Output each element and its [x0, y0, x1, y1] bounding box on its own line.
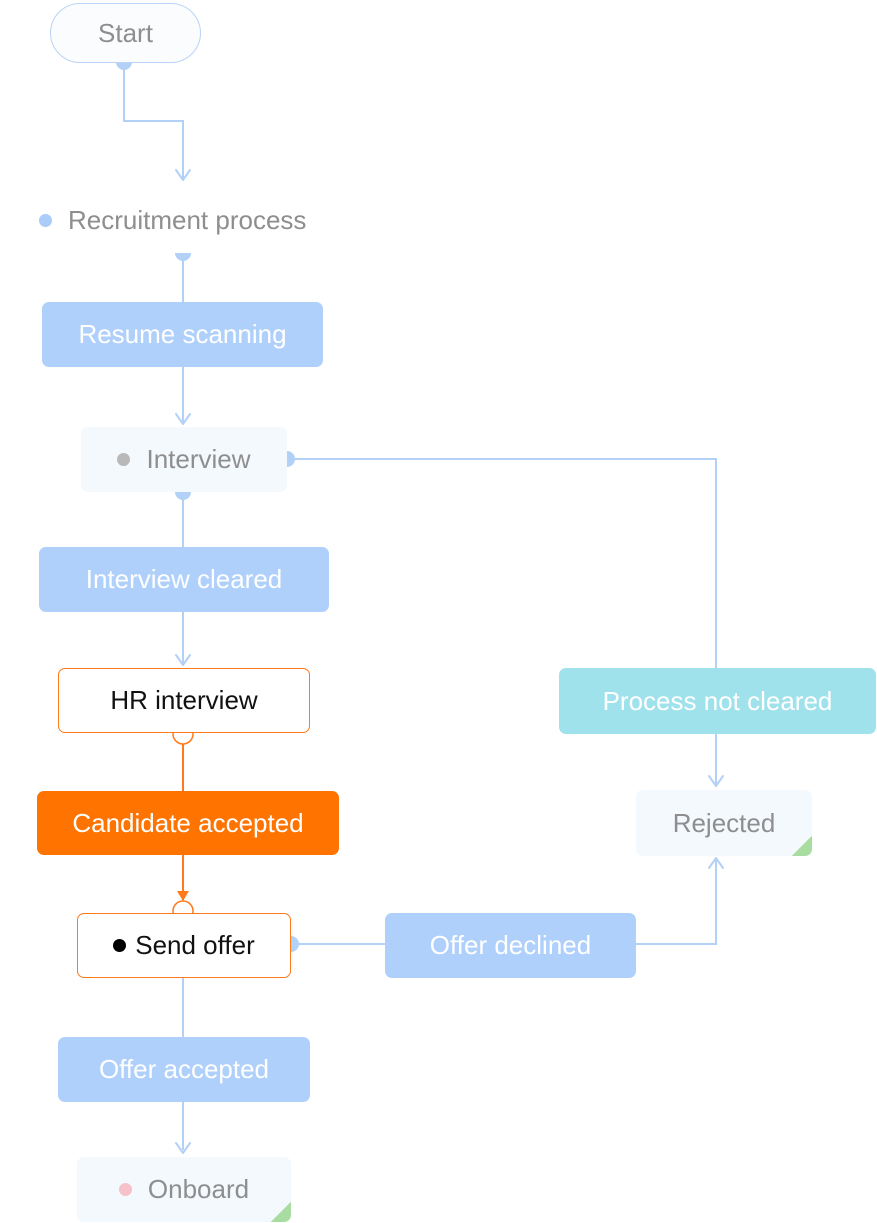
port-process-bottom	[175, 253, 191, 261]
arrowhead-rejected-top	[708, 775, 724, 787]
candidate-accepted-transition[interactable]: Candidate accepted	[37, 791, 339, 855]
interview-cleared-transition[interactable]: Interview cleared	[39, 547, 329, 612]
arrowhead-hr-interview	[175, 654, 191, 666]
status-dot-icon	[113, 939, 127, 952]
connector-interview-to-not-cleared	[289, 458, 717, 668]
connector-declined-to-rejected	[636, 860, 717, 945]
candidate-accepted-label: Candidate accepted	[72, 807, 304, 838]
connector-start-to-process	[123, 62, 184, 178]
final-state-marker-icon	[792, 836, 812, 856]
arrowhead-onboard	[175, 1142, 191, 1154]
interview-cleared-label: Interview cleared	[85, 564, 283, 594]
start-node[interactable]: Start	[50, 3, 201, 63]
status-dot-icon	[117, 453, 131, 466]
recruitment-process-label: Recruitment process	[68, 204, 307, 235]
port-start-bottom	[116, 62, 132, 70]
arrowhead-process	[175, 169, 191, 181]
status-dot-icon	[118, 1183, 132, 1196]
process-not-cleared-transition[interactable]: Process not cleared	[559, 668, 876, 734]
process-not-cleared-label: Process not cleared	[602, 685, 833, 716]
interview-state[interactable]: Interview	[81, 427, 287, 492]
resume-scanning-transition[interactable]: Resume scanning	[42, 302, 323, 367]
arrowhead-send-offer	[177, 891, 189, 901]
offer-declined-transition[interactable]: Offer declined	[385, 913, 636, 978]
resume-scanning-label: Resume scanning	[78, 319, 287, 349]
final-state-marker-icon	[271, 1202, 291, 1222]
interview-label: Interview	[146, 444, 251, 474]
status-dot-icon	[39, 213, 52, 227]
onboard-state[interactable]: Onboard	[77, 1157, 291, 1222]
arrowhead-rejected-bottom	[708, 857, 724, 869]
arrowhead-interview	[175, 413, 191, 425]
offer-accepted-transition[interactable]: Offer accepted	[58, 1037, 310, 1102]
send-offer-state[interactable]: Send offer	[77, 913, 291, 978]
offer-accepted-label: Offer accepted	[98, 1054, 270, 1084]
port-sendoffer-right	[291, 936, 299, 952]
rejected-label: Rejected	[672, 807, 776, 838]
hr-interview-state[interactable]: HR interview	[58, 668, 310, 733]
rejected-state[interactable]: Rejected	[636, 790, 812, 856]
port-interview-right	[287, 451, 295, 467]
port-interview-bottom	[175, 492, 191, 500]
send-offer-label: Send offer	[135, 930, 255, 960]
recruitment-process-node[interactable]: Recruitment process	[39, 198, 339, 242]
offer-declined-label: Offer declined	[429, 930, 592, 960]
onboard-label: Onboard	[147, 1174, 250, 1204]
hr-interview-label: HR interview	[110, 685, 258, 715]
start-label: Start	[98, 17, 153, 48]
